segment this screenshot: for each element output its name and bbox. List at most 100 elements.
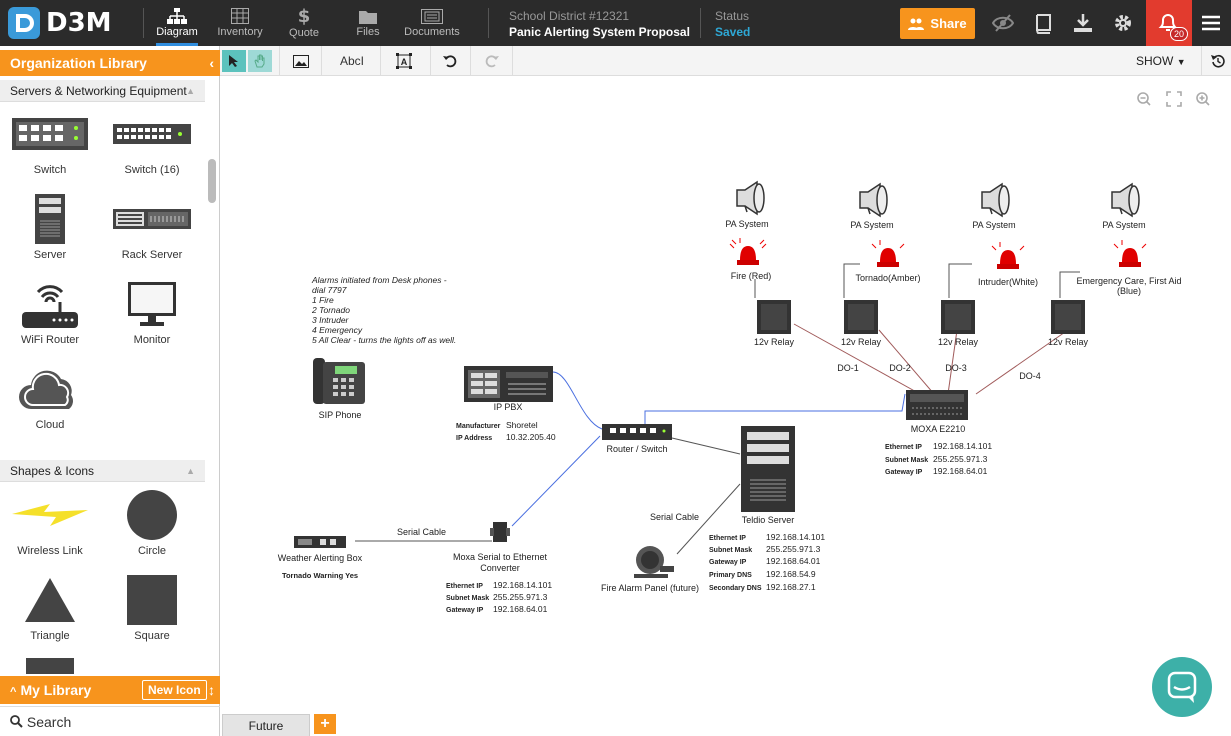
pa-system-1[interactable] — [736, 180, 765, 216]
siren-intruder[interactable] — [991, 242, 1025, 269]
siren-fire[interactable] — [729, 238, 767, 265]
library-item-partial — [26, 658, 74, 674]
nav-quote[interactable]: $ Quote — [280, 0, 328, 46]
section-shapes-icons[interactable]: Shapes & Icons▲ — [0, 460, 205, 482]
library-item-square[interactable]: Square — [102, 572, 202, 652]
moxa-serial-label-2: Converter — [480, 563, 520, 573]
note-line: 1 Fire — [312, 295, 334, 305]
library-search[interactable]: Search — [0, 706, 220, 736]
book-icon[interactable] — [1032, 12, 1054, 34]
ip-pbx-value: Shoretel — [506, 420, 538, 430]
moxa-e2210-device[interactable] — [906, 390, 968, 420]
eye-slash-icon[interactable] — [992, 12, 1014, 34]
router-switch-device[interactable] — [602, 424, 672, 440]
zoom-out-icon[interactable] — [1137, 92, 1151, 106]
circle-shape-icon — [127, 489, 177, 540]
zoom-in-icon[interactable] — [1196, 92, 1210, 106]
library-item-wifi-router[interactable]: WiFi Router — [0, 276, 100, 356]
pa-system-4[interactable] — [1111, 182, 1140, 218]
project-title[interactable]: Panic Alerting System Proposal — [509, 25, 690, 39]
library-item-cloud[interactable]: Cloud — [0, 361, 100, 441]
teldio-value: 255.255.971.3 — [766, 544, 821, 554]
fire-alarm-panel-device[interactable] — [634, 546, 674, 578]
library-item-rack-server[interactable]: Rack Server — [102, 191, 202, 271]
teldio-field: Subnet Mask — [709, 547, 752, 554]
share-label: Share — [930, 16, 967, 31]
my-library-header[interactable]: ^My Library New Icon ↕ — [0, 676, 220, 704]
library-scrollbar[interactable] — [208, 159, 216, 203]
history-button[interactable] — [1208, 50, 1228, 72]
relay-2[interactable] — [844, 300, 878, 334]
insert-image-button[interactable] — [286, 50, 316, 72]
diagram-canvas[interactable]: PA System PA System PA System PA System … — [220, 76, 1231, 712]
network-links — [511, 371, 906, 527]
share-button[interactable]: Share — [900, 8, 975, 39]
gear-icon[interactable] — [1112, 12, 1134, 34]
moxa-e2210-label: MOXA E2210 — [911, 424, 966, 434]
teldio-field: Secondary DNS — [709, 585, 762, 592]
app-logo[interactable]: D3M — [8, 7, 138, 39]
relay-4[interactable] — [1051, 300, 1085, 334]
library-item-circle[interactable]: Circle — [102, 487, 202, 567]
library-item-monitor[interactable]: Monitor — [102, 276, 202, 356]
new-icon-button[interactable]: New Icon — [142, 680, 207, 700]
diagram-svg[interactable]: PA System PA System PA System PA System … — [220, 76, 1231, 712]
cloud-icon — [19, 370, 73, 409]
moxa-serial-field: Gateway IP — [446, 607, 484, 614]
collapse-panel-icon[interactable]: ‹ — [209, 55, 214, 71]
pan-tool-button[interactable] — [248, 50, 272, 72]
redo-button[interactable] — [480, 50, 504, 72]
siren-label-fire: Fire (Red) — [731, 271, 772, 281]
undo-button[interactable] — [438, 50, 462, 72]
relay-label-2: 12v Relay — [841, 337, 882, 347]
pa-system-2[interactable] — [859, 182, 888, 218]
divider — [143, 8, 144, 38]
my-library-title: My Library — [20, 682, 92, 698]
page-tab-future[interactable]: Future — [222, 714, 310, 736]
alarm-note[interactable]: Alarms initiated from Desk phones - dial… — [311, 275, 456, 345]
text-box-tool-button[interactable]: A — [392, 50, 416, 72]
fit-screen-icon[interactable] — [1166, 91, 1182, 107]
chat-widget-button[interactable] — [1152, 657, 1212, 717]
weather-alerting-box-device[interactable] — [294, 536, 346, 548]
other-links — [355, 437, 741, 555]
relay-3[interactable] — [941, 300, 975, 334]
nav-documents[interactable]: Documents — [400, 0, 464, 46]
show-dropdown[interactable]: SHOW ▼ — [1136, 54, 1186, 68]
chat-icon — [1167, 671, 1197, 703]
moxa-serial-converter-device[interactable] — [490, 522, 510, 542]
teldio-field: Gateway IP — [709, 559, 747, 566]
do-label-2: DO-2 — [889, 363, 911, 373]
ip-pbx-field: Manufacturer — [456, 423, 501, 430]
library-item-server[interactable]: Server — [0, 191, 100, 271]
relay-1[interactable] — [757, 300, 791, 334]
do-label-1: DO-1 — [837, 363, 859, 373]
organization-library-header[interactable]: Organization Library ‹ — [0, 50, 220, 76]
select-tool-button[interactable] — [222, 50, 246, 72]
teldio-server-device[interactable] — [741, 426, 795, 512]
download-icon[interactable] — [1072, 12, 1094, 34]
ip-pbx-device[interactable] — [464, 366, 553, 402]
section-servers-networking[interactable]: Servers & Networking Equipment▲ — [0, 80, 205, 102]
nav-inventory[interactable]: Inventory — [213, 0, 267, 46]
moxa-serial-field: Ethernet IP — [446, 583, 483, 590]
hamburger-menu-icon[interactable] — [1200, 12, 1222, 34]
text-tool-button[interactable]: AbcI — [339, 54, 364, 68]
library-item-switch[interactable]: Switch — [0, 106, 100, 186]
fire-alarm-panel-label: Fire Alarm Panel (future) — [601, 583, 699, 593]
users-icon — [908, 18, 925, 30]
nav-files[interactable]: Files — [345, 0, 391, 46]
library-item-triangle[interactable]: Triangle — [0, 572, 100, 652]
add-page-button[interactable]: + — [314, 714, 336, 734]
pa-system-3[interactable] — [981, 182, 1010, 218]
moxa-serial-value: 192.168.64.01 — [493, 604, 548, 614]
library-item-switch-16[interactable]: Switch (16) — [102, 106, 202, 186]
siren-emergency[interactable] — [1113, 240, 1147, 267]
library-item-wireless-link[interactable]: Wireless Link — [0, 487, 100, 567]
triangle-shape-icon — [25, 577, 75, 622]
siren-tornado[interactable] — [871, 240, 905, 267]
nav-diagram[interactable]: Diagram — [150, 0, 204, 46]
resize-handle-icon[interactable]: ↕ — [208, 682, 215, 698]
svg-text:$: $ — [298, 7, 310, 25]
sip-phone-device[interactable] — [313, 358, 365, 404]
